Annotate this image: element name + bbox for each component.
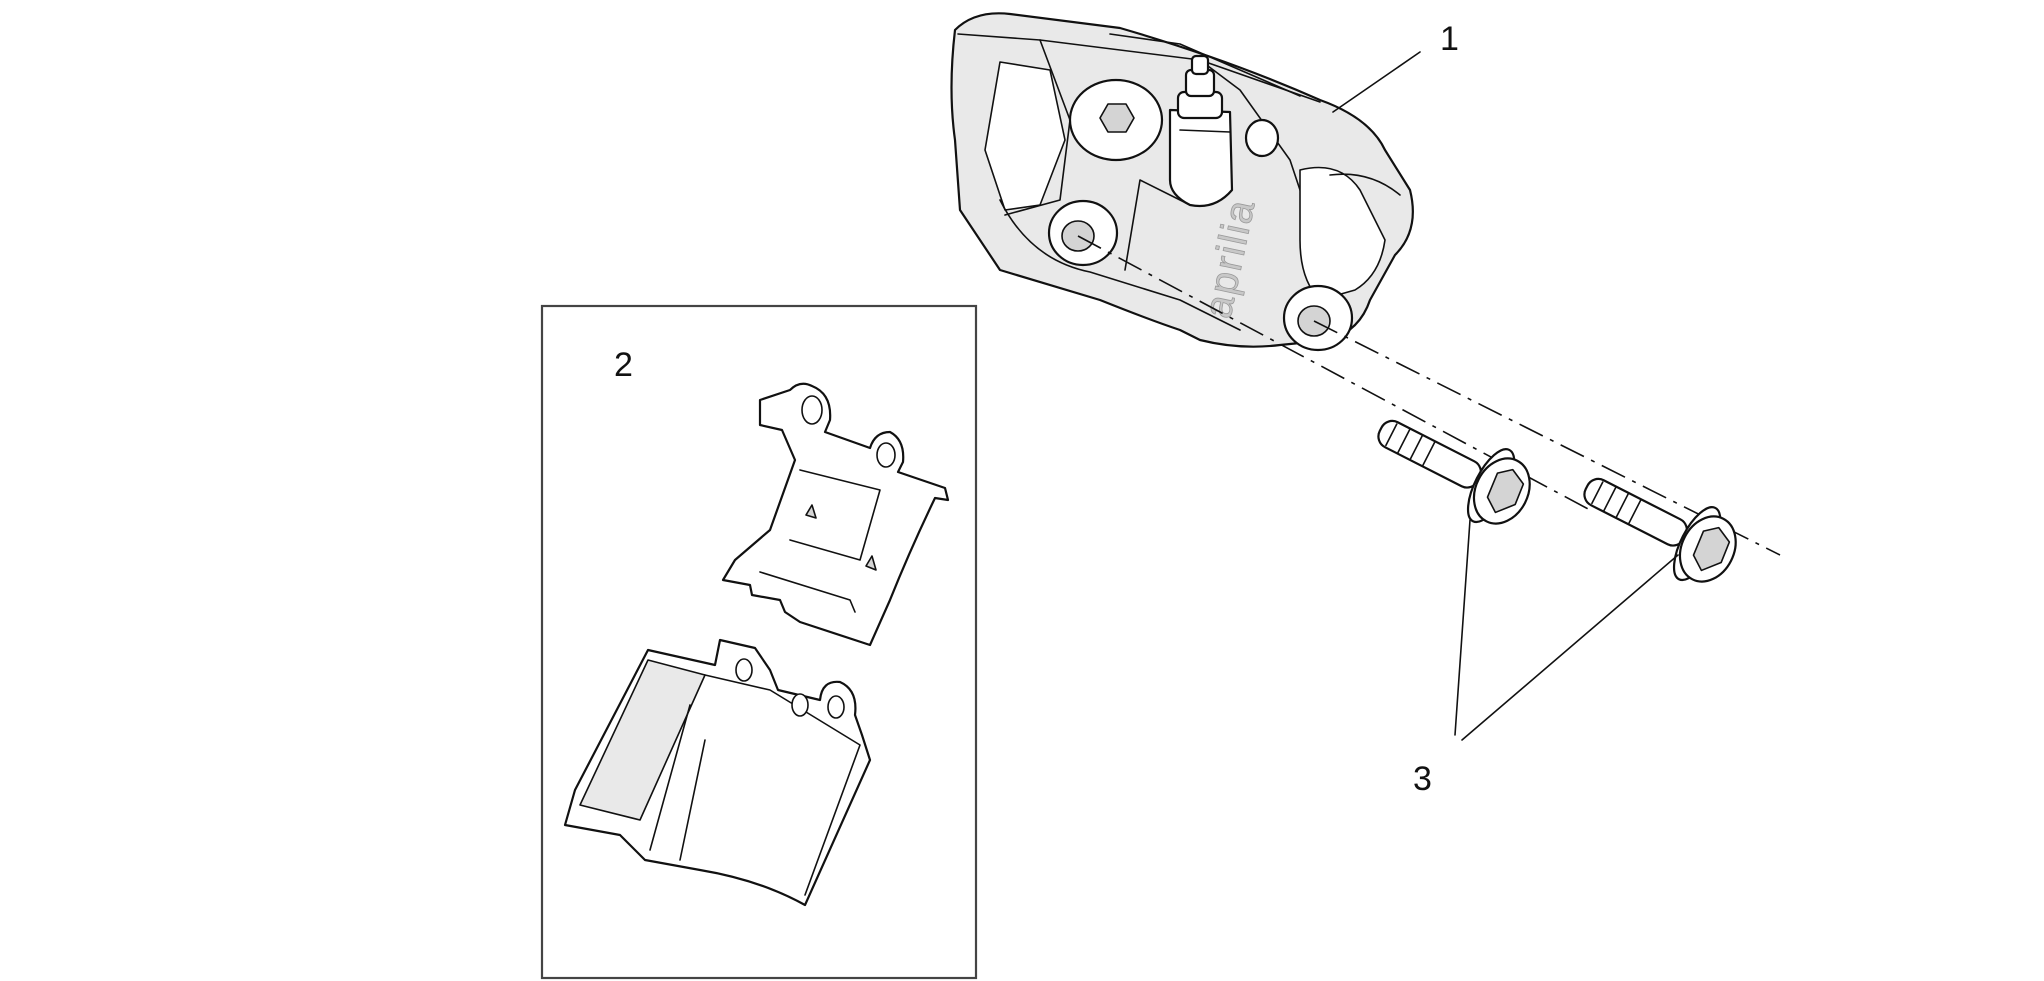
bleed-valve <box>1168 54 1234 208</box>
bolt-left <box>1377 419 1531 525</box>
callout-3-label: 3 <box>1413 760 1432 798</box>
callout-3-leader-b <box>1461 554 1679 741</box>
pad-spring <box>721 382 950 647</box>
callout-3-leader-a <box>1454 519 1471 736</box>
callout-2-label: 2 <box>614 346 633 384</box>
brake-pad <box>563 638 872 907</box>
brake-caliper: aprilia <box>950 12 1414 352</box>
bolt-right <box>1583 477 1737 583</box>
callout-1-label: 1 <box>1440 20 1459 58</box>
callout-1-leader <box>1332 51 1421 113</box>
